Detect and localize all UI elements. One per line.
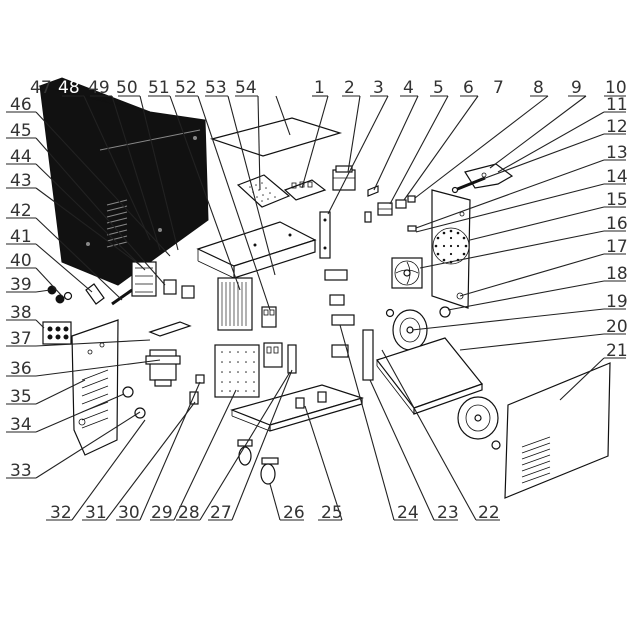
part-47-rear-panel — [38, 77, 209, 286]
part-35-transformer — [145, 349, 181, 387]
label-31: 31 — [85, 503, 107, 523]
part-39-knobs — [47, 285, 73, 304]
label-1: 1 — [314, 78, 325, 98]
label-54: 54 — [235, 78, 257, 98]
part-5-relay — [377, 202, 393, 216]
label-39: 39 — [10, 275, 32, 295]
label-30: 30 — [118, 503, 140, 523]
label-7: 7 — [493, 78, 504, 98]
part-37-control-panel — [42, 321, 72, 345]
label-15: 15 — [606, 190, 628, 210]
label-3: 3 — [373, 78, 384, 98]
label-28: 28 — [178, 503, 200, 523]
label-12: 12 — [606, 117, 628, 137]
label-6: 6 — [463, 78, 474, 98]
label-20: 20 — [606, 317, 628, 337]
label-25: 25 — [321, 503, 343, 523]
label-53: 53 — [205, 78, 227, 98]
label-13: 13 — [606, 143, 628, 163]
part-33-knob — [122, 386, 134, 398]
label-19: 19 — [606, 292, 628, 312]
part-4-clip — [367, 185, 379, 197]
part-6-connector — [395, 195, 416, 209]
label-50: 50 — [116, 78, 138, 98]
label-27: 27 — [210, 503, 232, 523]
part-2-transformer — [332, 165, 356, 191]
part-1-board — [283, 179, 327, 201]
label-26: 26 — [283, 503, 305, 523]
part-50-heatsink — [217, 277, 253, 331]
part-34-front-panel — [71, 319, 119, 456]
label-49: 49 — [88, 78, 110, 98]
part-16-fan-panel — [431, 189, 471, 309]
label-23: 23 — [437, 503, 459, 523]
label-2: 2 — [344, 78, 355, 98]
part-45-inductor — [131, 261, 157, 297]
label-21: 21 — [606, 341, 628, 361]
part-32-knob — [134, 407, 146, 419]
label-48: 48 — [58, 78, 80, 98]
label-17: 17 — [606, 237, 628, 257]
label-9: 9 — [571, 78, 582, 98]
part-48-board — [261, 306, 277, 328]
label-24: 24 — [397, 503, 419, 523]
part-29-heatsink — [214, 344, 260, 398]
part-40-handle — [85, 283, 105, 305]
label-5: 5 — [433, 78, 444, 98]
label-46: 46 — [10, 95, 32, 115]
part-54-top-cover — [209, 117, 343, 157]
label-44: 44 — [10, 147, 32, 167]
label-37: 37 — [10, 329, 32, 349]
part-13-screw — [407, 225, 417, 232]
part-7-screw — [364, 211, 372, 223]
leader-lines — [6, 95, 626, 521]
part-49-board — [263, 342, 283, 368]
label-29: 29 — [151, 503, 173, 523]
label-18: 18 — [606, 264, 628, 284]
label-41: 41 — [10, 227, 32, 247]
part-23-bar — [362, 329, 374, 381]
part-21-side-panel — [491, 362, 611, 499]
part-19-wheel — [385, 308, 428, 351]
part-3-bracket — [319, 211, 331, 259]
label-43: 43 — [10, 171, 32, 191]
part-20-bottom-plate — [376, 337, 483, 415]
label-51: 51 — [148, 78, 170, 98]
label-40: 40 — [10, 251, 32, 271]
label-8: 8 — [533, 78, 544, 98]
part-44-bracket — [163, 279, 195, 299]
part-27-caster — [237, 439, 253, 466]
part-53-perforated-plate — [236, 174, 291, 208]
part-28-strip — [287, 344, 297, 374]
label-45: 45 — [10, 121, 32, 141]
label-14: 14 — [606, 167, 628, 187]
label-36: 36 — [10, 359, 32, 379]
part-15-fan — [391, 257, 423, 289]
label-11: 11 — [606, 95, 628, 115]
part-30-terminal — [195, 374, 205, 384]
part-18-knob — [439, 306, 451, 318]
part-36-bar — [148, 321, 192, 337]
label-34: 34 — [10, 415, 32, 435]
part-41-rod — [111, 288, 133, 306]
label-35: 35 — [10, 387, 32, 407]
part-24-modules — [324, 269, 355, 358]
label-4: 4 — [403, 78, 414, 98]
label-10: 10 — [605, 78, 627, 98]
part-number-labels: 47 48 49 50 51 52 53 54 1 2 3 4 5 6 7 8 … — [10, 78, 628, 523]
label-52: 52 — [175, 78, 197, 98]
label-47: 47 — [30, 78, 52, 98]
label-38: 38 — [10, 303, 32, 323]
label-22: 22 — [478, 503, 500, 523]
part-26-caster — [260, 457, 279, 485]
label-32: 32 — [50, 503, 72, 523]
label-16: 16 — [606, 214, 628, 234]
label-33: 33 — [10, 461, 32, 481]
label-42: 42 — [10, 201, 32, 221]
part-22-wheel — [457, 396, 499, 440]
